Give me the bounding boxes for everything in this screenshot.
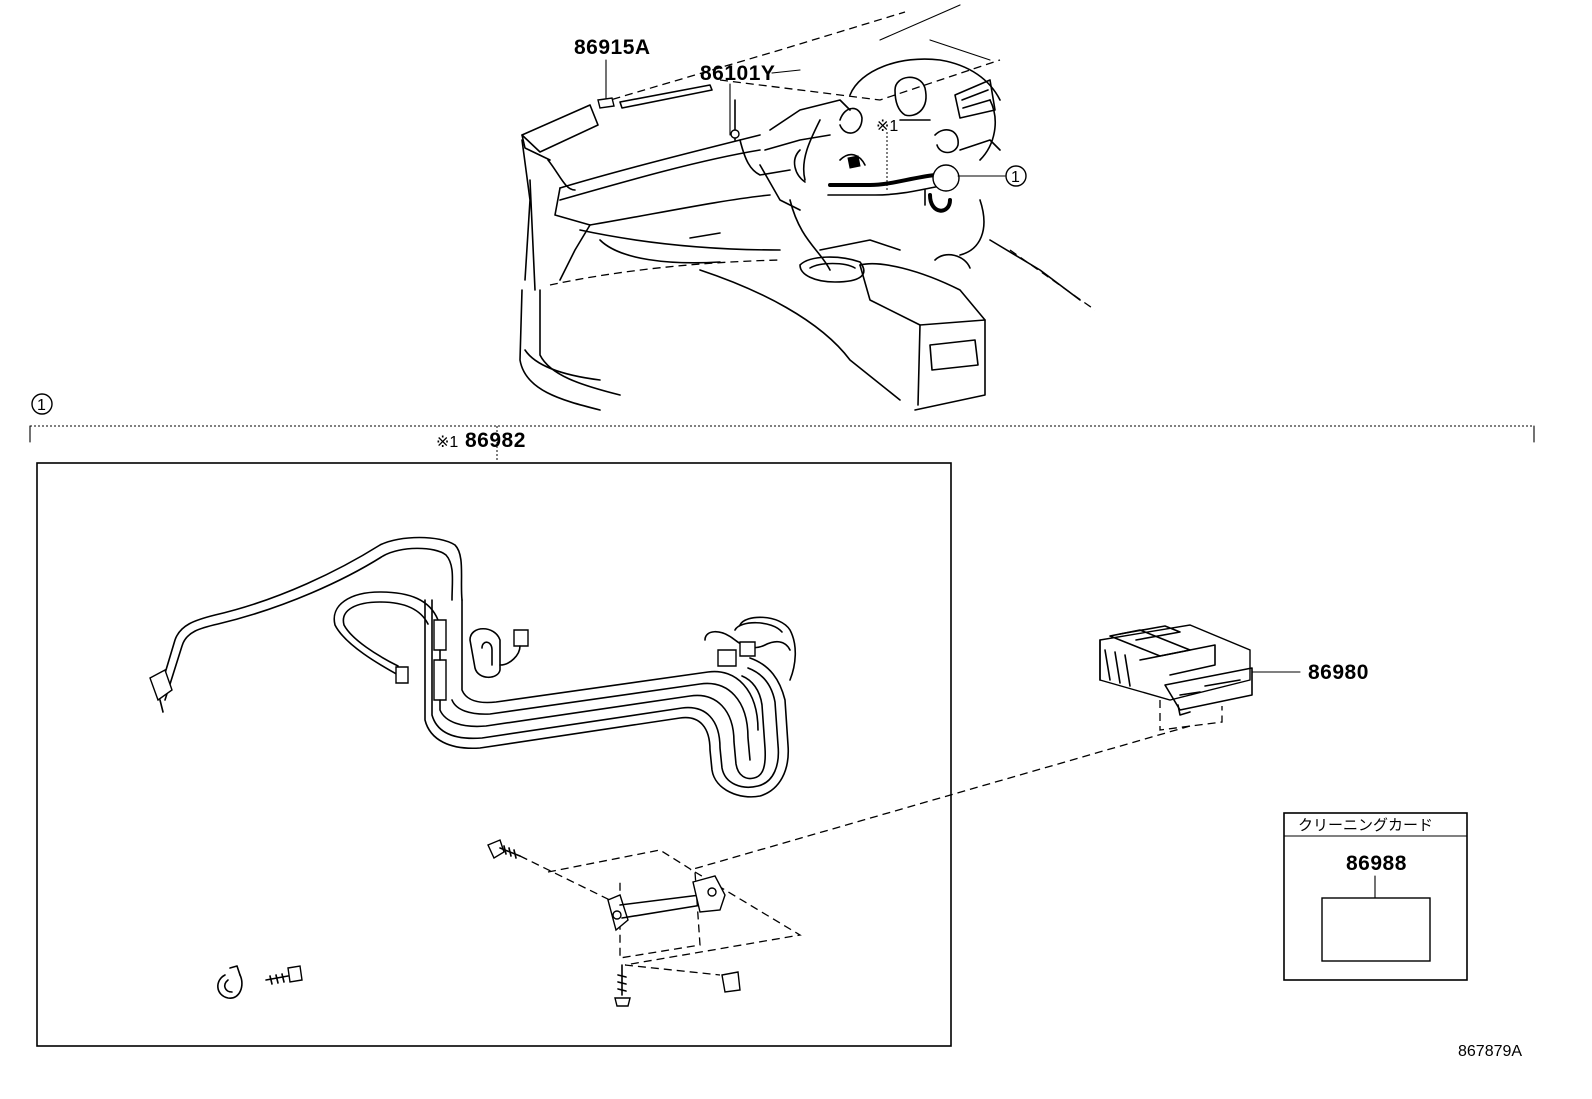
callout-1-group: 1 bbox=[31, 393, 53, 415]
bracket-hardware bbox=[217, 839, 802, 1007]
label-86982: 86982 bbox=[465, 429, 526, 452]
label-ref-note-top: ※1 bbox=[876, 118, 898, 135]
label-86982-prefix: ※1 bbox=[436, 434, 458, 451]
label-86980: 86980 bbox=[1308, 661, 1369, 684]
dashboard-illustration bbox=[519, 4, 1096, 411]
group-bracket bbox=[29, 425, 1535, 460]
callout-1-top: 1 bbox=[1005, 165, 1027, 187]
harness-kit-box bbox=[36, 462, 952, 1047]
callout-1-top-number: 1 bbox=[1011, 169, 1020, 186]
label-86915A: 86915A bbox=[574, 36, 651, 59]
cleaning-card-box bbox=[1283, 812, 1468, 981]
callout-1-group-number: 1 bbox=[37, 397, 46, 414]
diagram-id: 867879A bbox=[1458, 1043, 1522, 1060]
etc-unit-86980 bbox=[689, 624, 1301, 871]
cleaning-card-title: クリーニングカード bbox=[1298, 816, 1433, 834]
label-86101Y: 86101Y bbox=[700, 62, 775, 85]
label-86988: 86988 bbox=[1346, 852, 1407, 875]
wire-harness-illustration bbox=[149, 536, 797, 798]
